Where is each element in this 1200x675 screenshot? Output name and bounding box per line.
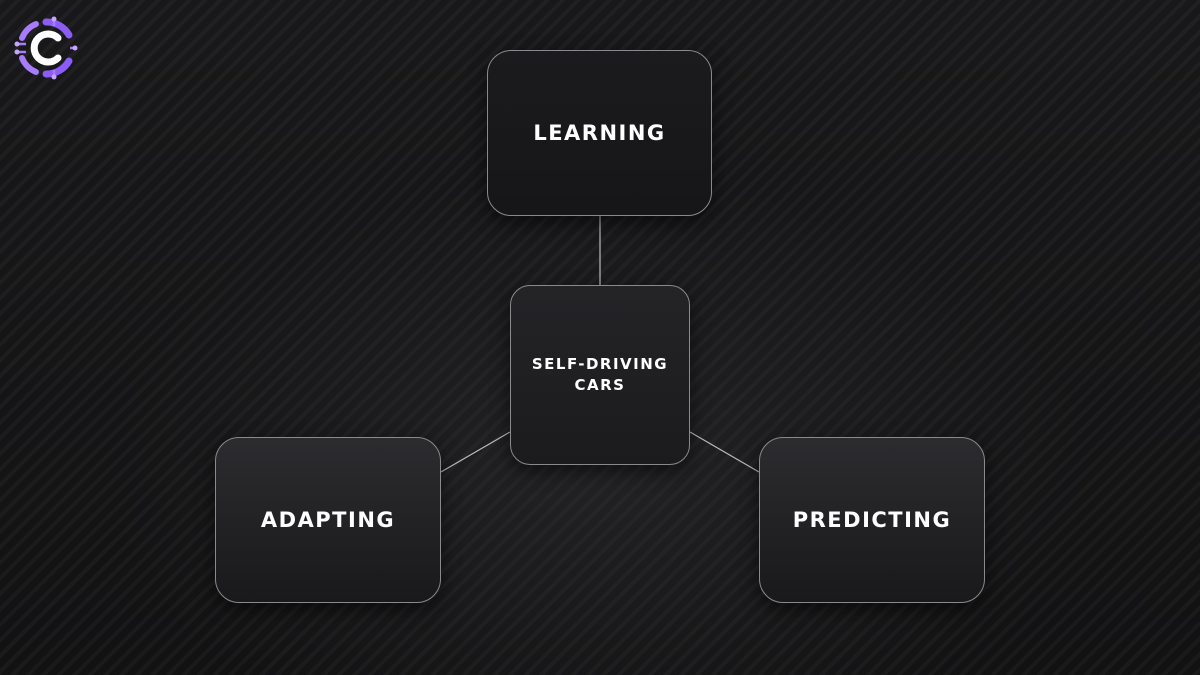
node-learning-label: LEARNING xyxy=(533,121,666,145)
node-self-driving-cars: SELF-DRIVING CARS xyxy=(510,285,690,465)
node-predicting-label: PREDICTING xyxy=(792,508,952,532)
connector-left xyxy=(440,431,511,473)
node-learning: LEARNING xyxy=(487,50,712,216)
node-center-label: SELF-DRIVING CARS xyxy=(531,355,669,394)
node-predicting: PREDICTING xyxy=(759,437,985,603)
circuit-c-logo-icon xyxy=(14,16,78,80)
node-adapting-label: ADAPTING xyxy=(260,508,396,532)
connector-right xyxy=(689,431,760,473)
node-adapting: ADAPTING xyxy=(215,437,441,603)
